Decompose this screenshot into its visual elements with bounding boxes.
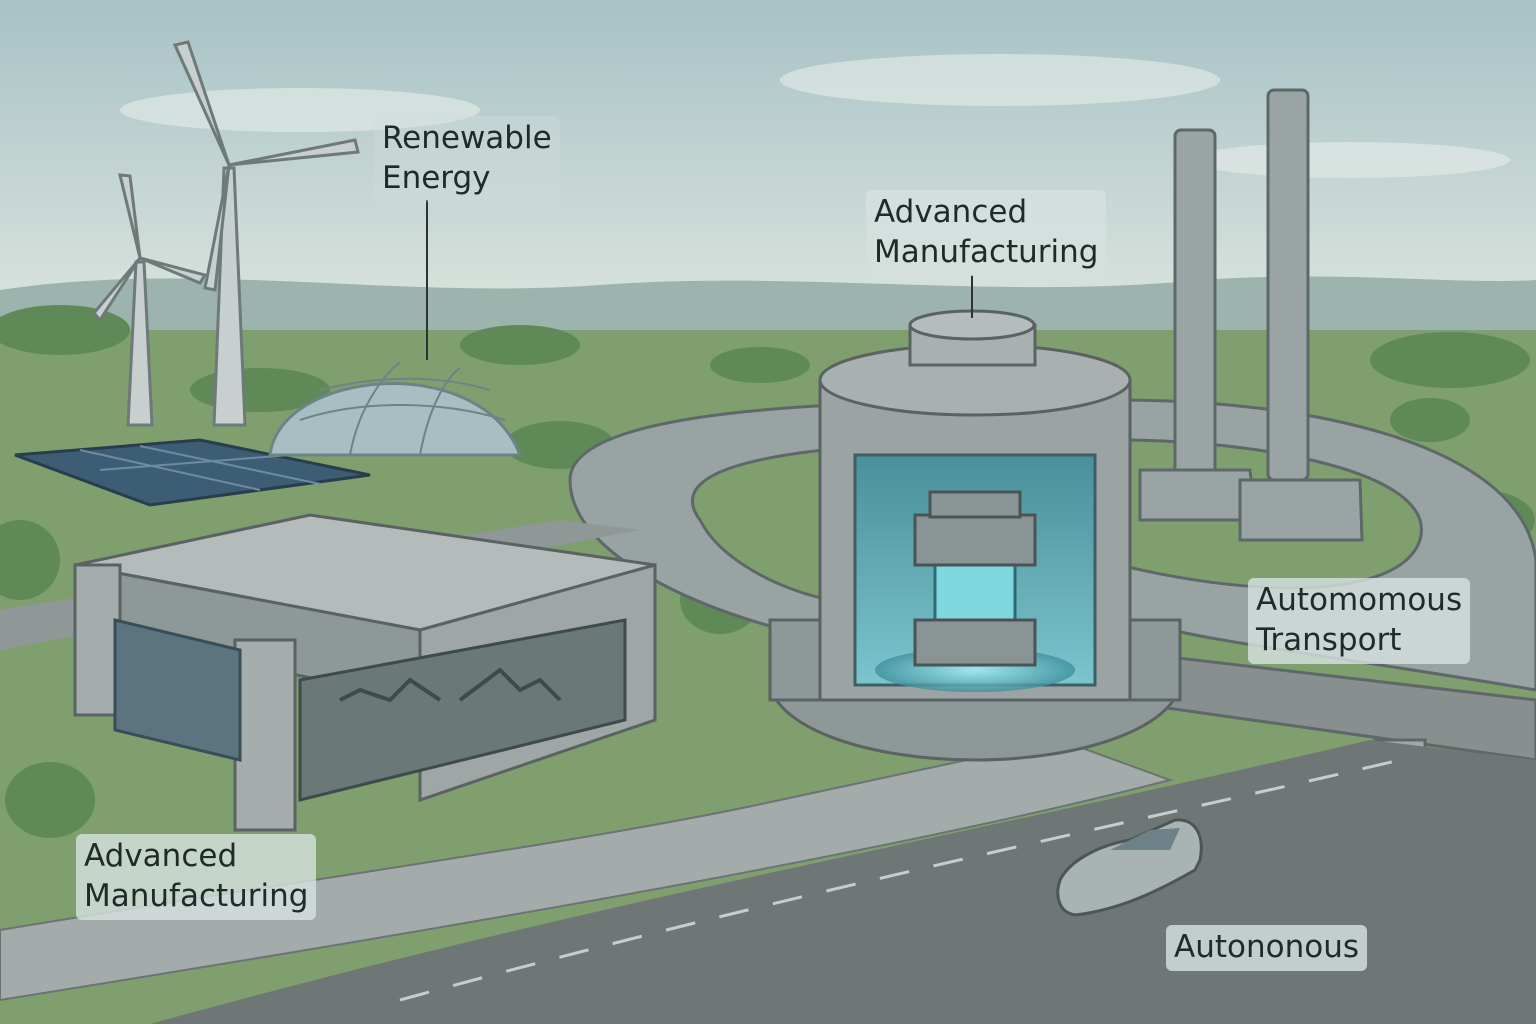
renewable-label-line2: Energy — [382, 160, 491, 196]
manufacturing-top-line2: Manufacturing — [874, 234, 1099, 270]
greenhouse-dome — [268, 361, 523, 457]
autonomous-transport-label: Automomous Transport — [1248, 578, 1471, 664]
transport-label-line1: Automomous — [1256, 582, 1463, 618]
transport-label-line2: Transport — [1256, 622, 1402, 658]
renewable-label-line1: Renewable — [382, 120, 552, 156]
manufacturing-top-line1: Advanced — [874, 194, 1028, 230]
factory-building — [73, 513, 657, 832]
advanced-manufacturing-top-label: Advanced Manufacturing — [866, 190, 1107, 276]
distant-hills — [0, 276, 1536, 340]
autonomous-label-line1: Autononous — [1174, 929, 1360, 965]
cooling-towers — [1138, 88, 1364, 542]
solar-panel-array — [14, 438, 371, 507]
manufacturing-left-line2: Manufacturing — [84, 878, 309, 914]
reactor-building — [768, 309, 1182, 762]
renewable-energy-label: Renewable Energy — [374, 116, 560, 202]
advanced-manufacturing-left-label: Advanced Manufacturing — [76, 834, 317, 920]
autonomous-label: Autononous — [1166, 925, 1368, 971]
manufacturing-left-line1: Advanced — [84, 838, 238, 874]
wind-turbines — [92, 40, 360, 427]
autonomous-car — [1056, 818, 1203, 917]
